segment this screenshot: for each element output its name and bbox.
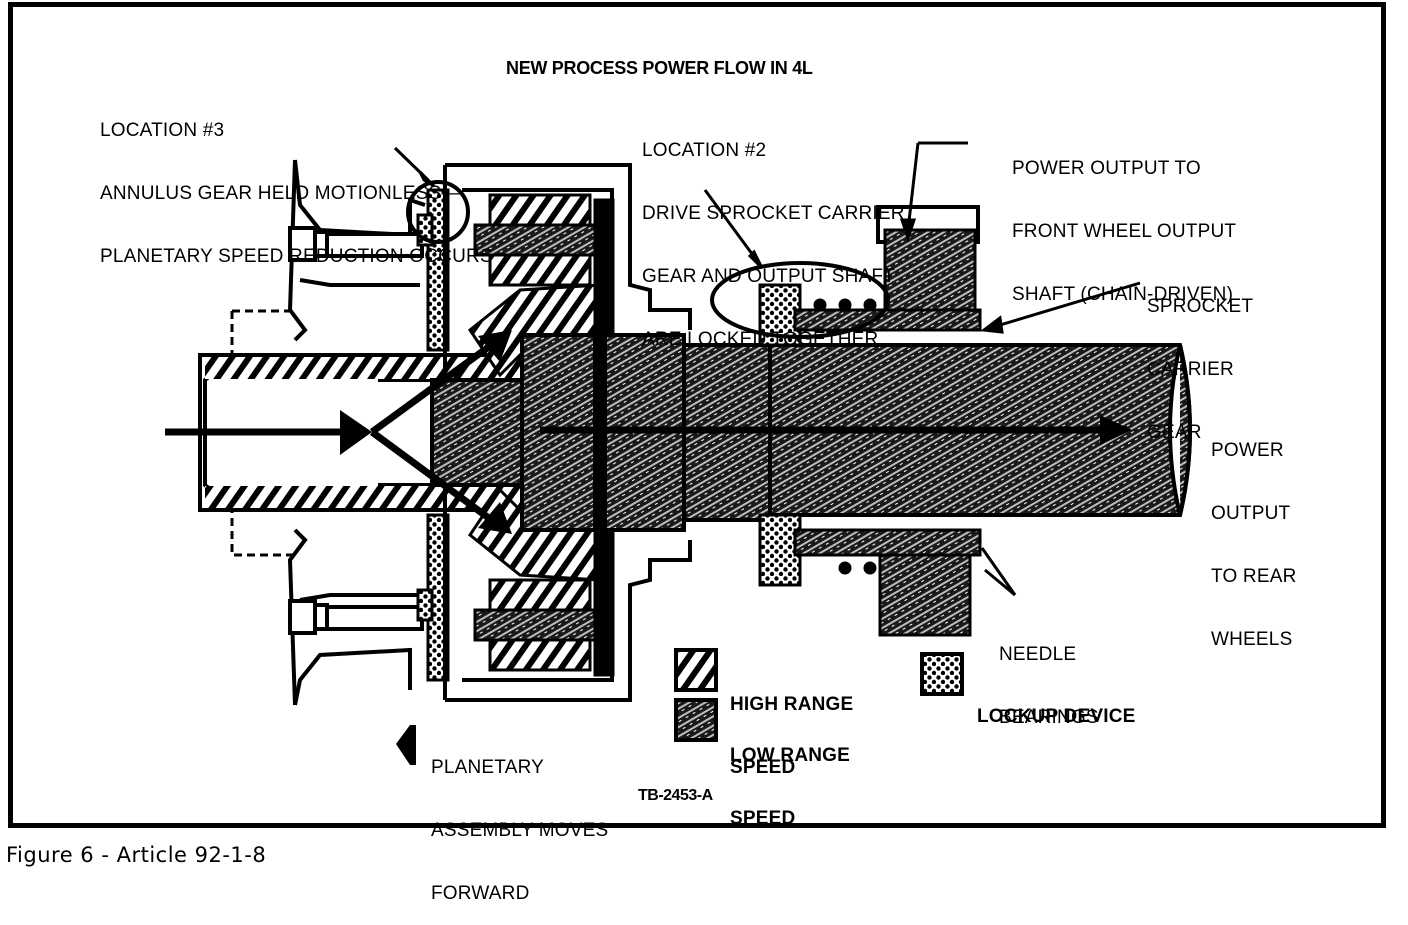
callout-line: TO REAR (1211, 566, 1297, 587)
callout-location-3: LOCATION #3 ANNULUS GEAR HELD MOTIONLESS… (100, 78, 493, 288)
callout-line: DRIVE SPROCKET CARRIER (642, 203, 905, 224)
figure-caption: Figure 6 - Article 92-1-8 (6, 843, 267, 867)
callout-line: PLANETARY (431, 757, 545, 778)
legend-line: LOCKUP DEVICE (977, 706, 1136, 727)
callout-line: CARRIER (1147, 359, 1234, 380)
legend-swatch-low-range (674, 698, 718, 742)
callout-line: LOCATION #2 (642, 140, 767, 161)
transfer-case-cross-section (165, 141, 1192, 765)
location-marker-3 (406, 180, 470, 244)
callout-line: FRONT WHEEL OUTPUT (1012, 221, 1237, 242)
callout-line: FORWARD (431, 883, 530, 904)
legend-line: HIGH RANGE (730, 694, 854, 715)
callout-planetary-moves: PLANETARY ASSEMBLY MOVES FORWARD (431, 715, 608, 925)
legend-label-high-range: HIGH RANGE SPEED (730, 652, 853, 799)
callout-line: ANNULUS GEAR HELD MOTIONLESS— (100, 183, 461, 204)
callout-line: SPROCKET (1147, 296, 1254, 317)
legend-swatches (674, 648, 964, 742)
callout-needle-bearings: NEEDLE BEARINGS (999, 602, 1099, 749)
callout-front-output: POWER OUTPUT TO FRONT WHEEL OUTPUT SHAFT… (1012, 116, 1236, 326)
callout-line: POWER OUTPUT TO (1012, 158, 1201, 179)
callout-line: POWER (1211, 440, 1284, 461)
callout-line: LOCATION #3 (100, 120, 225, 141)
planet-gears-low (473, 198, 615, 677)
callout-line: ARE LOCKED TOGETHER (642, 329, 879, 350)
left-arrow-icon (396, 725, 416, 765)
legend-swatch-high-range (674, 648, 718, 692)
callout-line: BEARINGS (999, 707, 1099, 728)
callout-location-2: LOCATION #2 DRIVE SPROCKET CARRIER GEAR … (642, 98, 905, 371)
callout-line: GEAR (1147, 422, 1202, 443)
reference-code: TB-2453-A (638, 787, 713, 804)
callout-sprocket-carrier: SPROCKET CARRIER GEAR (1147, 254, 1253, 464)
front-drive-sprocket (876, 205, 980, 637)
leader-lines (393, 141, 1141, 597)
lower-bolt (288, 599, 424, 635)
legend-line: SPEED (730, 808, 796, 829)
callout-line: OUTPUT (1211, 503, 1291, 524)
callout-line: ASSEMBLY MOVES (431, 820, 609, 841)
callout-line: NEEDLE (999, 644, 1077, 665)
upper-bolt (288, 226, 424, 262)
callout-line: SHAFT (CHAIN-DRIVEN) (1012, 284, 1234, 305)
legend-line: LOW RANGE (730, 745, 851, 766)
legend-line: SPEED (730, 757, 796, 778)
callout-line: PLANETARY SPEED REDUCTION OCCURS (100, 246, 493, 267)
power-flow-arrows (165, 330, 1132, 534)
figure-frame (8, 2, 1386, 828)
callout-line: WHEELS (1211, 629, 1293, 650)
callout-line: GEAR AND OUTPUT SHAFT (642, 266, 895, 287)
legend-label-lockup: LOCKUP DEVICE (977, 664, 1136, 748)
figure-title: NEW PROCESS POWER FLOW IN 4L (506, 58, 813, 78)
callout-rear-output: POWER OUTPUT TO REAR WHEELS (1211, 398, 1297, 671)
location-marker-2 (710, 261, 890, 339)
legend-label-low-range: LOW RANGE SPEED (730, 703, 850, 850)
legend-swatch-lockup (920, 652, 964, 696)
